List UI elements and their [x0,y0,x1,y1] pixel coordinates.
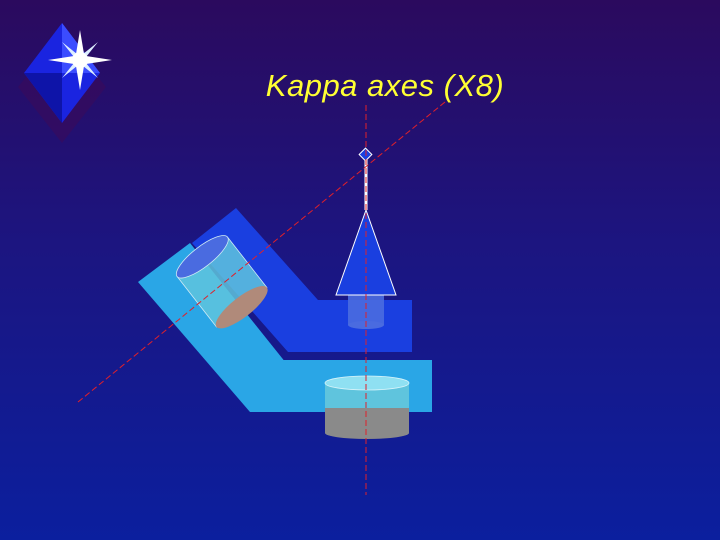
slide-title: Kappa axes (X8) [265,68,505,103]
kappa-axis-line [77,101,446,403]
omega-cylinder [324,375,410,439]
kappa-cylinder [175,235,268,329]
diamond-star-logo-icon [18,23,112,143]
